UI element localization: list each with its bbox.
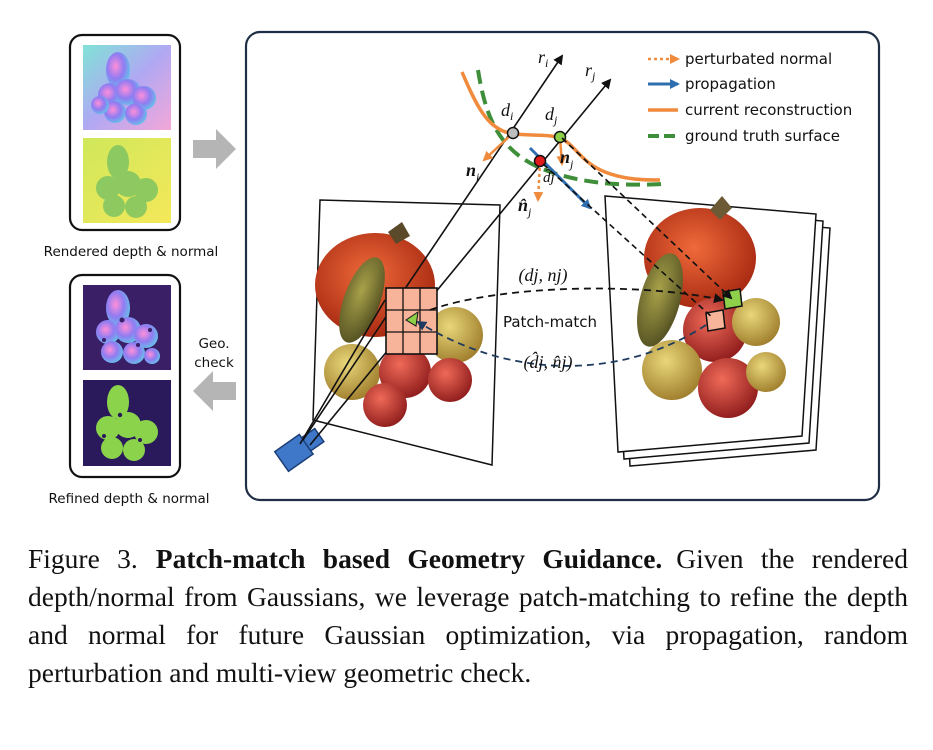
label-nj: nj [560, 147, 574, 171]
caption-lead: Figure 3. [28, 543, 138, 574]
legend-current-reconstruction: current reconstruction [685, 101, 852, 119]
normal-ni-arrow [482, 133, 513, 162]
neighbor-view-stack [604, 195, 831, 467]
label-nhat-j: n̂j [518, 195, 532, 219]
point-di [506, 126, 520, 140]
projection-line-1 [561, 137, 733, 300]
match-label-middle: Patch-match [503, 313, 597, 331]
match-label-bottom: (d̂j, n̂j) [524, 351, 573, 373]
target-patch-green [722, 288, 743, 310]
reference-view-fruit [315, 222, 483, 427]
legend: perturbated normal propagation current r… [648, 50, 852, 145]
point-dhat [533, 154, 547, 168]
neighbor-view-fruit [637, 196, 786, 418]
geo-check-label-line1: Geo. [198, 336, 229, 352]
match-label-top: (dj, nj) [519, 265, 568, 286]
perturbated-normal-arrow [533, 161, 544, 202]
refined-label: Refined depth & normal [48, 491, 209, 507]
figure-caption: Figure 3. Patch-match based Geometry Guid… [28, 540, 908, 692]
ray-rj-label: rj [585, 60, 596, 83]
label-di: di [501, 100, 513, 123]
rendered-normal-map [83, 45, 171, 130]
rendered-panel [68, 33, 182, 232]
figure-diagram: Rendered depth & normal [44, 30, 881, 507]
label-dhat-j: d̂j [543, 169, 555, 186]
refined-depth-map [83, 380, 171, 466]
ray-ri-label: ri [538, 47, 548, 70]
label-ni: ni [466, 160, 479, 184]
legend-propagation: propagation [685, 75, 776, 93]
label-dj: dj [545, 104, 558, 127]
caption-body: Given the rendered depth/normal from Gau… [28, 543, 908, 688]
geo-check-label-line2: check [194, 355, 234, 371]
rendered-label: Rendered depth & normal [44, 244, 219, 260]
reference-patch-grid [385, 287, 438, 355]
arrow-right-icon [193, 129, 236, 169]
rendered-depth-map [83, 138, 171, 223]
legend-perturbated-normal: perturbated normal [685, 50, 832, 68]
refined-normal-map [83, 285, 171, 370]
caption-bold-title: Patch-match based Geometry Guidance. [155, 543, 663, 574]
target-patch-orange [705, 309, 726, 332]
arrow-left-icon [193, 371, 236, 411]
refined-panel [68, 273, 182, 479]
legend-ground-truth-surface: ground truth surface [685, 127, 840, 145]
projection-line-2 [542, 163, 714, 319]
